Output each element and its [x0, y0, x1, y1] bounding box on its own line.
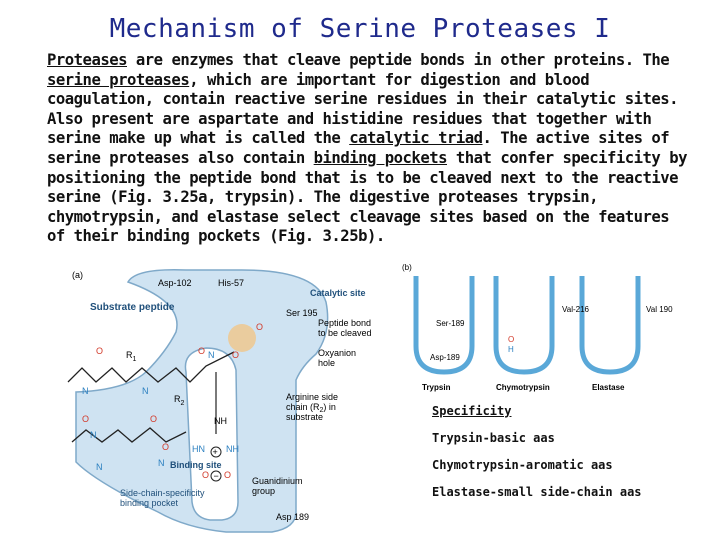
binding-pocket: [184, 347, 239, 521]
atom-nh2: NH: [226, 444, 239, 454]
pocket-elastase: [579, 276, 641, 375]
chymo-h: H: [508, 345, 514, 354]
para-text-4: that confer specificity by positioning t…: [47, 148, 687, 246]
guanidinium-line2: group: [252, 486, 275, 496]
atom-n2: N: [142, 386, 149, 396]
r1-label: R1: [126, 350, 137, 363]
atom-nh: NH: [214, 416, 227, 426]
atom-o4: O: [232, 350, 239, 360]
para-text-1: are enzymes that cleave peptide bonds in…: [127, 51, 670, 69]
oxyanion-label: Oxyanion: [318, 348, 356, 358]
substrate-peptide-label: Substrate peptide: [90, 302, 175, 313]
ser189-label: Ser-189: [436, 319, 465, 328]
atom-o2: O: [198, 346, 205, 356]
atom-n1: N: [82, 386, 89, 396]
binding-site-label: Binding site: [170, 460, 222, 470]
substrate-backbone: [67, 351, 235, 383]
charge-minus: −: [214, 471, 219, 481]
para-text-2: , which are important for digestion and …: [47, 70, 679, 148]
panel-b-label: (b): [402, 263, 412, 272]
body-paragraph: Proteases are enzymes that cleave peptid…: [47, 51, 687, 247]
term-proteases: Proteases: [47, 51, 128, 69]
panel-a-label: (a): [72, 270, 83, 280]
slide-title: Mechanism of Serine Proteases I: [109, 14, 611, 44]
atom-hn: HN: [192, 444, 205, 454]
asp102-label: Asp-102: [158, 278, 192, 288]
guanidinium-line1: Guanidinium: [252, 476, 303, 486]
his57-label: His-57: [218, 278, 244, 288]
chymo-o: O: [508, 335, 514, 344]
specificity-legend: Specificity Trypsin-basic aas Chymotryps…: [432, 398, 642, 506]
chymotrypsin-label: Chymotrypsin: [496, 383, 550, 392]
hole-label: hole: [318, 358, 335, 368]
catalytic-site-label: Catalytic site: [310, 288, 366, 298]
val216-label: Val-216: [562, 305, 590, 314]
atom-n3: N: [208, 350, 215, 360]
atom-n6: N: [96, 462, 103, 472]
figure-b-binding-pockets: (b) Ser-189 Asp-189 O H Val-216 Val 190 …: [402, 263, 673, 392]
to-be-cleaved-label: to be cleaved: [318, 328, 372, 338]
pocket-line2: binding pocket: [120, 498, 179, 508]
atom-o3: O: [256, 322, 263, 332]
legend-item-chymotrypsin: Chymotrypsin-aromatic aas: [432, 458, 613, 472]
atom-o7: O: [162, 442, 169, 452]
para-text-3: . The active sites of serine proteases a…: [47, 129, 670, 167]
r2-label: R2: [174, 394, 185, 407]
enzyme-strand: [71, 427, 187, 443]
pocket-line1: Side-chain-specificity: [120, 488, 205, 498]
legend-item-elastase: Elastase-small side-chain aas: [432, 485, 642, 499]
peptide-bond-label: Peptide bond: [318, 318, 371, 328]
term-catalytic-triad: catalytic triad: [349, 129, 483, 148]
trypsin-label: Trypsin: [422, 383, 451, 392]
atom-n5: N: [158, 458, 165, 468]
val190-label: Val 190: [646, 305, 673, 314]
atom-o8: O: [202, 470, 209, 480]
oxyanion-hole-glow: [228, 324, 256, 352]
elastase-label: Elastase: [592, 383, 625, 392]
atom-o5: O: [82, 414, 89, 424]
charge-plus: +: [213, 447, 218, 457]
pocket-trypsin: [413, 276, 475, 375]
term-binding-pockets: binding pockets: [313, 148, 448, 167]
arginine-line1: Arginine side: [286, 392, 338, 402]
ser195-label: Ser 195: [286, 308, 318, 318]
legend-heading: Specificity: [432, 404, 512, 418]
asp189-label-b: Asp-189: [430, 353, 460, 362]
atom-n4: N: [90, 430, 97, 440]
pocket-chymotrypsin: [493, 276, 555, 375]
arginine-line3: substrate: [286, 412, 323, 422]
atom-o1: O: [96, 346, 103, 356]
legend-item-trypsin: Trypsin-basic aas: [432, 431, 555, 445]
arginine-line2: chain (R2) in: [286, 402, 336, 414]
term-serine-proteases: serine proteases: [47, 70, 190, 89]
atom-o6: O: [150, 414, 157, 424]
figure-a-trypsin-active-site: (a) Asp-102 His-57 Catalytic site Ser 19…: [67, 269, 372, 533]
atom-o9: O: [224, 470, 231, 480]
asp189-label-a: Asp 189: [276, 512, 309, 522]
